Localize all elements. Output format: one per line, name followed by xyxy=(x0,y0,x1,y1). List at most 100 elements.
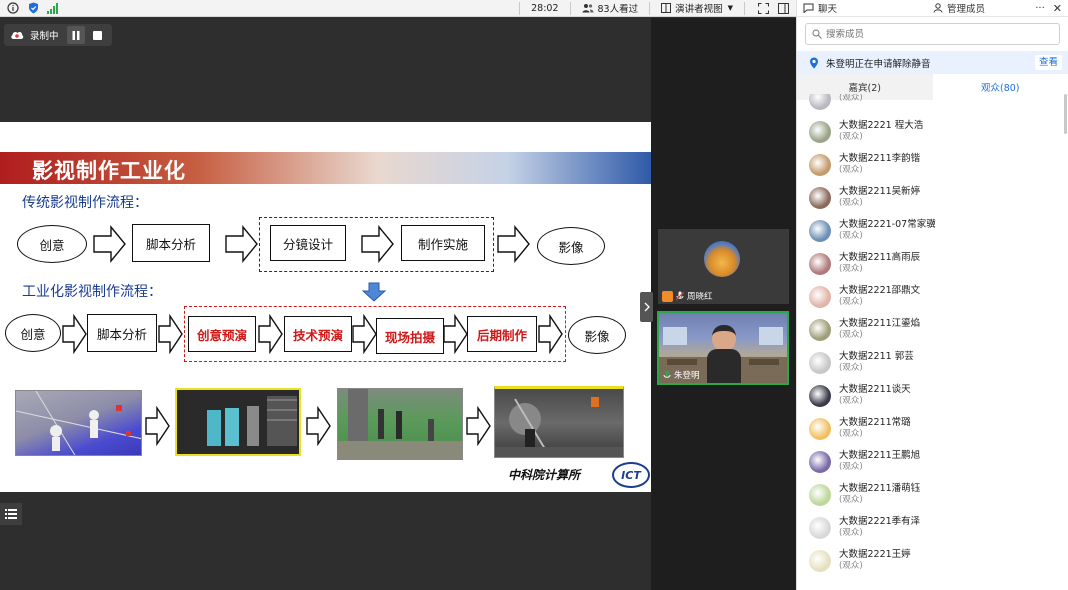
ind-highlight-frame xyxy=(184,306,566,362)
member-row[interactable]: 大数据2211李韵锴(观众) xyxy=(797,148,1068,181)
sketch-figures xyxy=(16,391,141,455)
search-input[interactable] xyxy=(826,28,1026,40)
member-avatar xyxy=(809,417,831,440)
greenscreen-figures xyxy=(338,389,462,459)
trad-highlight-frame xyxy=(259,217,494,272)
member-row[interactable]: 大数据2221邵鼎文(观众) xyxy=(797,280,1068,313)
tab-manage-label: 管理成员 xyxy=(947,4,986,15)
member-search[interactable] xyxy=(805,23,1060,45)
member-role: (观众) xyxy=(839,363,863,373)
location-pin-icon xyxy=(810,57,818,68)
mic-active-icon xyxy=(663,370,671,378)
host-role-icon xyxy=(662,290,673,302)
tab-chat[interactable]: 聊天 xyxy=(797,0,927,17)
viewers-button[interactable]: 83人看过 xyxy=(576,1,645,16)
mic-muted-icon xyxy=(676,291,684,301)
recording-indicator: 录制中 xyxy=(4,24,112,46)
member-role: (观众) xyxy=(839,495,863,505)
people-icon xyxy=(582,4,593,13)
member-row[interactable]: 大数据2211高雨辰(观众) xyxy=(797,247,1068,280)
flow-arrow xyxy=(361,225,394,263)
scene-photo-previs xyxy=(175,388,301,456)
member-row[interactable]: 大数据2221王婷(观众) xyxy=(797,544,1068,577)
member-row[interactable]: 大数据2221 程大浩(观众) xyxy=(797,115,1068,148)
member-row[interactable]: 大数据2211江鎏焰(观众) xyxy=(797,313,1068,346)
member-row[interactable]: 大数据2221-07常家骥(观众) xyxy=(797,214,1068,247)
member-name: 大数据2211潘萌钰 xyxy=(839,483,921,494)
member-name: 大数据2211吴新婷 xyxy=(839,186,921,197)
view-request-button[interactable]: 查看 xyxy=(1034,55,1062,70)
member-avatar xyxy=(809,549,831,572)
grid-view-icon xyxy=(661,3,672,13)
host-video-tile[interactable]: 周晓红 xyxy=(658,229,789,304)
member-role: (观众) xyxy=(839,231,863,241)
view-mode-dropdown[interactable]: 演讲者视图 ▼ xyxy=(655,1,739,16)
member-avatar xyxy=(809,351,831,374)
member-role: (观众) xyxy=(839,297,863,307)
member-name: 大数据2221-07常家骥 xyxy=(839,219,936,230)
signal-icon[interactable] xyxy=(46,2,60,15)
pause-record-button[interactable] xyxy=(66,26,85,44)
tab-manage-members[interactable]: 管理成员 xyxy=(927,0,1035,17)
member-row[interactable]: 大数据2211吴新婷(观众) xyxy=(797,181,1068,214)
collapse-video-button[interactable] xyxy=(640,292,653,322)
member-avatar xyxy=(809,94,831,110)
scene-photo-greenscreen xyxy=(337,388,463,460)
trad-step-script: 脚本分析 xyxy=(132,224,210,262)
member-role: (观众) xyxy=(839,462,863,472)
member-role: (观众) xyxy=(839,165,863,175)
member-row[interactable]: 大数据2211 郭芸(观众) xyxy=(797,346,1068,379)
ict-badge: ICT xyxy=(612,462,650,488)
viewers-count: 83人看过 xyxy=(597,4,639,15)
stop-record-button[interactable] xyxy=(89,26,107,44)
tab-chat-label: 聊天 xyxy=(818,4,838,15)
fullscreen-icon[interactable] xyxy=(756,2,770,15)
member-name: 大数据2211江鎏焰 xyxy=(839,318,921,329)
member-name: 大数据2211高雨辰 xyxy=(839,252,921,263)
divider xyxy=(519,1,521,15)
member-avatar xyxy=(809,384,831,407)
slide-list-button[interactable] xyxy=(0,503,22,525)
member-row[interactable]: 大数据2211潘萌钰(观众) xyxy=(797,478,1068,511)
video-column xyxy=(651,18,796,590)
cloud-record-icon xyxy=(11,31,24,39)
member-row[interactable]: 大数据2211王鹏旭(观众) xyxy=(797,445,1068,478)
member-row[interactable]: 大数据2211常璐(观众) xyxy=(797,412,1068,445)
industrial-flow-label: 工业化影视制作流程： xyxy=(22,284,162,300)
member-name: 大数据2221邵鼎文 xyxy=(839,285,921,296)
sidebar-toggle-icon[interactable] xyxy=(776,2,790,15)
trad-step-storyboard: 分镜设计 xyxy=(270,225,346,261)
member-row[interactable]: 大数据2221季有泽(观众) xyxy=(797,511,1068,544)
member-role: (观众) xyxy=(839,198,863,208)
close-icon[interactable]: ✕ xyxy=(1052,1,1062,15)
flow-arrow xyxy=(538,314,563,354)
info-icon[interactable] xyxy=(6,2,20,15)
member-role: (观众) xyxy=(839,429,863,439)
stop-icon xyxy=(93,30,103,40)
member-avatar xyxy=(809,483,831,506)
chat-icon xyxy=(803,3,814,13)
more-icon[interactable]: ··· xyxy=(1035,2,1045,14)
previs-figures xyxy=(207,396,297,446)
speaker-video-tile[interactable]: 朱登明 xyxy=(657,311,789,385)
member-name: 大数据2211常璐 xyxy=(839,417,911,428)
panel-tabs: 聊天 管理成员 ··· ✕ xyxy=(797,0,1068,17)
member-row[interactable]: 大数据2211谈天(观众) xyxy=(797,379,1068,412)
caret-down-icon: ▼ xyxy=(727,4,733,12)
ind-step-post-production: 后期制作 xyxy=(467,316,537,352)
shield-icon[interactable] xyxy=(26,2,40,15)
stage-background-lower xyxy=(0,492,651,590)
member-role: (观众) xyxy=(839,264,863,274)
speaker-person xyxy=(707,325,741,383)
host-name-tag: 周晓红 xyxy=(662,290,713,302)
scrollbar[interactable] xyxy=(1064,94,1067,134)
divider xyxy=(569,1,571,15)
trad-step-idea: 创意 xyxy=(17,225,87,263)
down-arrow xyxy=(362,282,386,302)
member-avatar xyxy=(809,219,831,242)
member-row[interactable]: (观众) xyxy=(797,94,1068,115)
flow-arrow xyxy=(466,406,491,446)
tab-audience[interactable]: 观众(80) xyxy=(980,83,1020,94)
member-name: 大数据2211 郭芸 xyxy=(839,351,914,362)
